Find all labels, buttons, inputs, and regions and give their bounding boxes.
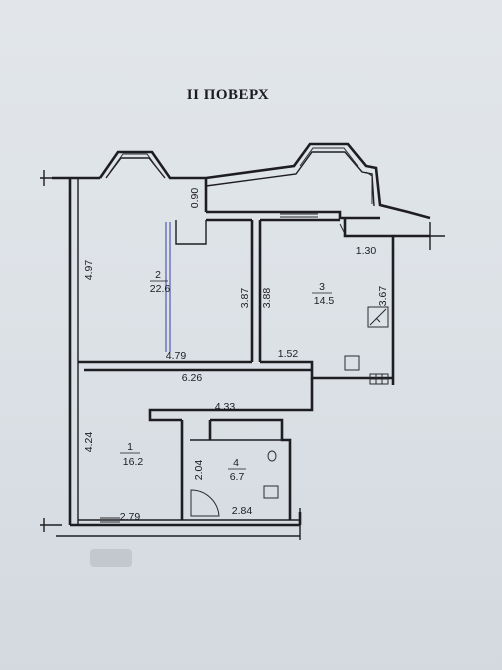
bay-window-2-glass xyxy=(299,147,359,167)
outer-right-wall xyxy=(343,218,395,385)
plan-title: II ПОВЕРХ xyxy=(187,87,269,103)
dim-3-88: 3.88 xyxy=(261,288,273,309)
dim-1-30: 1.30 xyxy=(356,245,377,257)
balcony-window xyxy=(365,171,373,204)
windows xyxy=(100,213,345,523)
balcony-outline-inner xyxy=(205,151,375,207)
room-1-number: 1 xyxy=(127,441,133,453)
bay-window-1-inner xyxy=(105,157,166,179)
room-4-number: 4 xyxy=(233,457,239,469)
balcony-outline xyxy=(205,142,431,220)
room-2-area: 22.6 xyxy=(150,283,171,295)
room-2-number: 2 xyxy=(155,269,161,281)
ext-left-bottom xyxy=(40,518,62,532)
dim-4-33: 4.33 xyxy=(215,401,236,413)
dim-3-67: 3.67 xyxy=(377,286,389,307)
boiler-symbol xyxy=(369,308,387,326)
shower xyxy=(263,485,279,499)
closet-niche xyxy=(175,220,207,245)
room-1-window xyxy=(100,517,120,523)
dim-4-24: 4.24 xyxy=(83,432,95,453)
dim-1-52: 1.52 xyxy=(278,348,299,360)
kitchen-sink xyxy=(344,355,360,371)
dim-6-26: 6.26 xyxy=(182,372,203,384)
bay-window-1 xyxy=(98,150,206,180)
dim-4-97: 4.97 xyxy=(83,260,95,281)
dim-4-79: 4.79 xyxy=(166,350,187,362)
dim-3-87: 3.87 xyxy=(239,288,251,309)
room-3-area: 14.5 xyxy=(314,295,335,307)
fixtures xyxy=(165,222,389,517)
stove-grid xyxy=(370,374,388,384)
dim-2-04: 2.04 xyxy=(193,460,205,481)
dim-2-79: 2.79 xyxy=(120,511,141,523)
dimension-labels: 4.97 0.90 1.30 3.87 3.88 3.67 4.79 1.52 … xyxy=(83,188,389,523)
ext-right xyxy=(415,222,445,250)
boiler xyxy=(367,306,389,328)
ext-left-top xyxy=(40,170,62,186)
dim-2-84: 2.84 xyxy=(232,505,253,517)
bay-window-1-glass xyxy=(109,153,161,173)
redacted-stamp xyxy=(90,549,132,567)
toilet xyxy=(267,450,277,462)
room-3-number: 3 xyxy=(319,281,325,293)
door-swing xyxy=(190,489,220,517)
dim-0-90: 0.90 xyxy=(189,188,201,209)
room-1-area: 16.2 xyxy=(123,456,144,468)
room-4-area: 6.7 xyxy=(230,471,245,483)
walls xyxy=(52,142,431,527)
room-3-window xyxy=(280,213,318,218)
room-labels: 2 22.6 3 14.5 1 16.2 4 6.7 xyxy=(120,269,334,483)
corridor-wall xyxy=(148,378,314,422)
room-3-top-wall xyxy=(206,210,380,220)
right-stub xyxy=(339,223,345,233)
extension-lines xyxy=(40,170,445,540)
